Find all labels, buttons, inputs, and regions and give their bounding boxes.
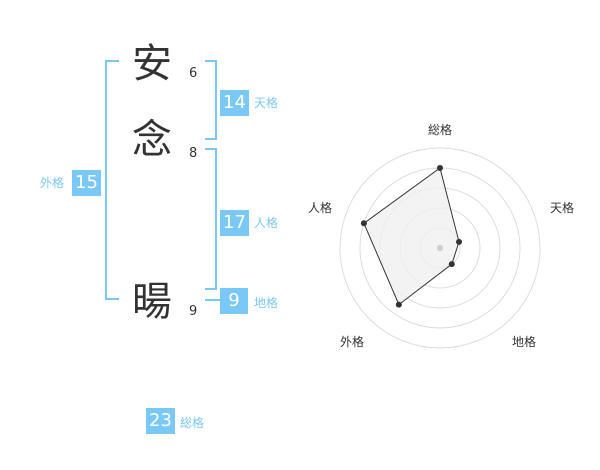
radar-point-0	[437, 165, 443, 171]
gaikaku-label: 外格	[40, 176, 65, 190]
jinkaku-label: 人格	[254, 216, 279, 230]
tenkaku-bracket	[205, 60, 217, 140]
radar-ring-5	[339, 147, 541, 349]
chikaku-label: 地格	[254, 296, 279, 310]
jinkaku-bracket	[205, 148, 217, 290]
fortune-radar-chart: 総格 天格 地格 外格 人格	[308, 122, 574, 349]
stroke-count-2: 8	[189, 146, 198, 161]
gaikaku-badge: 15	[72, 170, 101, 196]
tenkaku-badge: 14	[220, 90, 249, 116]
radar-center-dot	[437, 245, 443, 251]
radar-point-3	[395, 301, 402, 308]
chikaku-badge: 9	[220, 288, 248, 314]
chikaku-connector	[205, 299, 220, 301]
axis-label-tenkaku: 天格	[550, 200, 574, 215]
jinkaku-badge: 17	[220, 210, 249, 236]
soukaku-badge: 23	[146, 408, 175, 434]
radar-shape	[363, 167, 460, 306]
axis-label-gaikaku: 外格	[340, 334, 364, 349]
name-char-2: 念	[132, 117, 172, 163]
name-char-1: 安	[132, 41, 172, 87]
stroke-count-3: 9	[189, 304, 198, 319]
axis-label-chikaku: 地格	[512, 334, 536, 349]
tenkaku-label: 天格	[254, 96, 279, 110]
stroke-count-1: 6	[189, 66, 198, 81]
name-char-3: 暘	[132, 279, 172, 325]
gaikaku-bracket	[105, 60, 119, 300]
radar-point-1	[456, 238, 463, 245]
axis-label-soukaku: 総格	[428, 122, 452, 137]
radar-points	[360, 165, 463, 308]
axis-label-jinkaku: 人格	[308, 200, 332, 215]
soukaku-label: 総格	[180, 416, 205, 430]
radar-polygon	[363, 167, 460, 306]
radar-point-4	[360, 220, 367, 227]
radar-point-2	[448, 261, 455, 268]
